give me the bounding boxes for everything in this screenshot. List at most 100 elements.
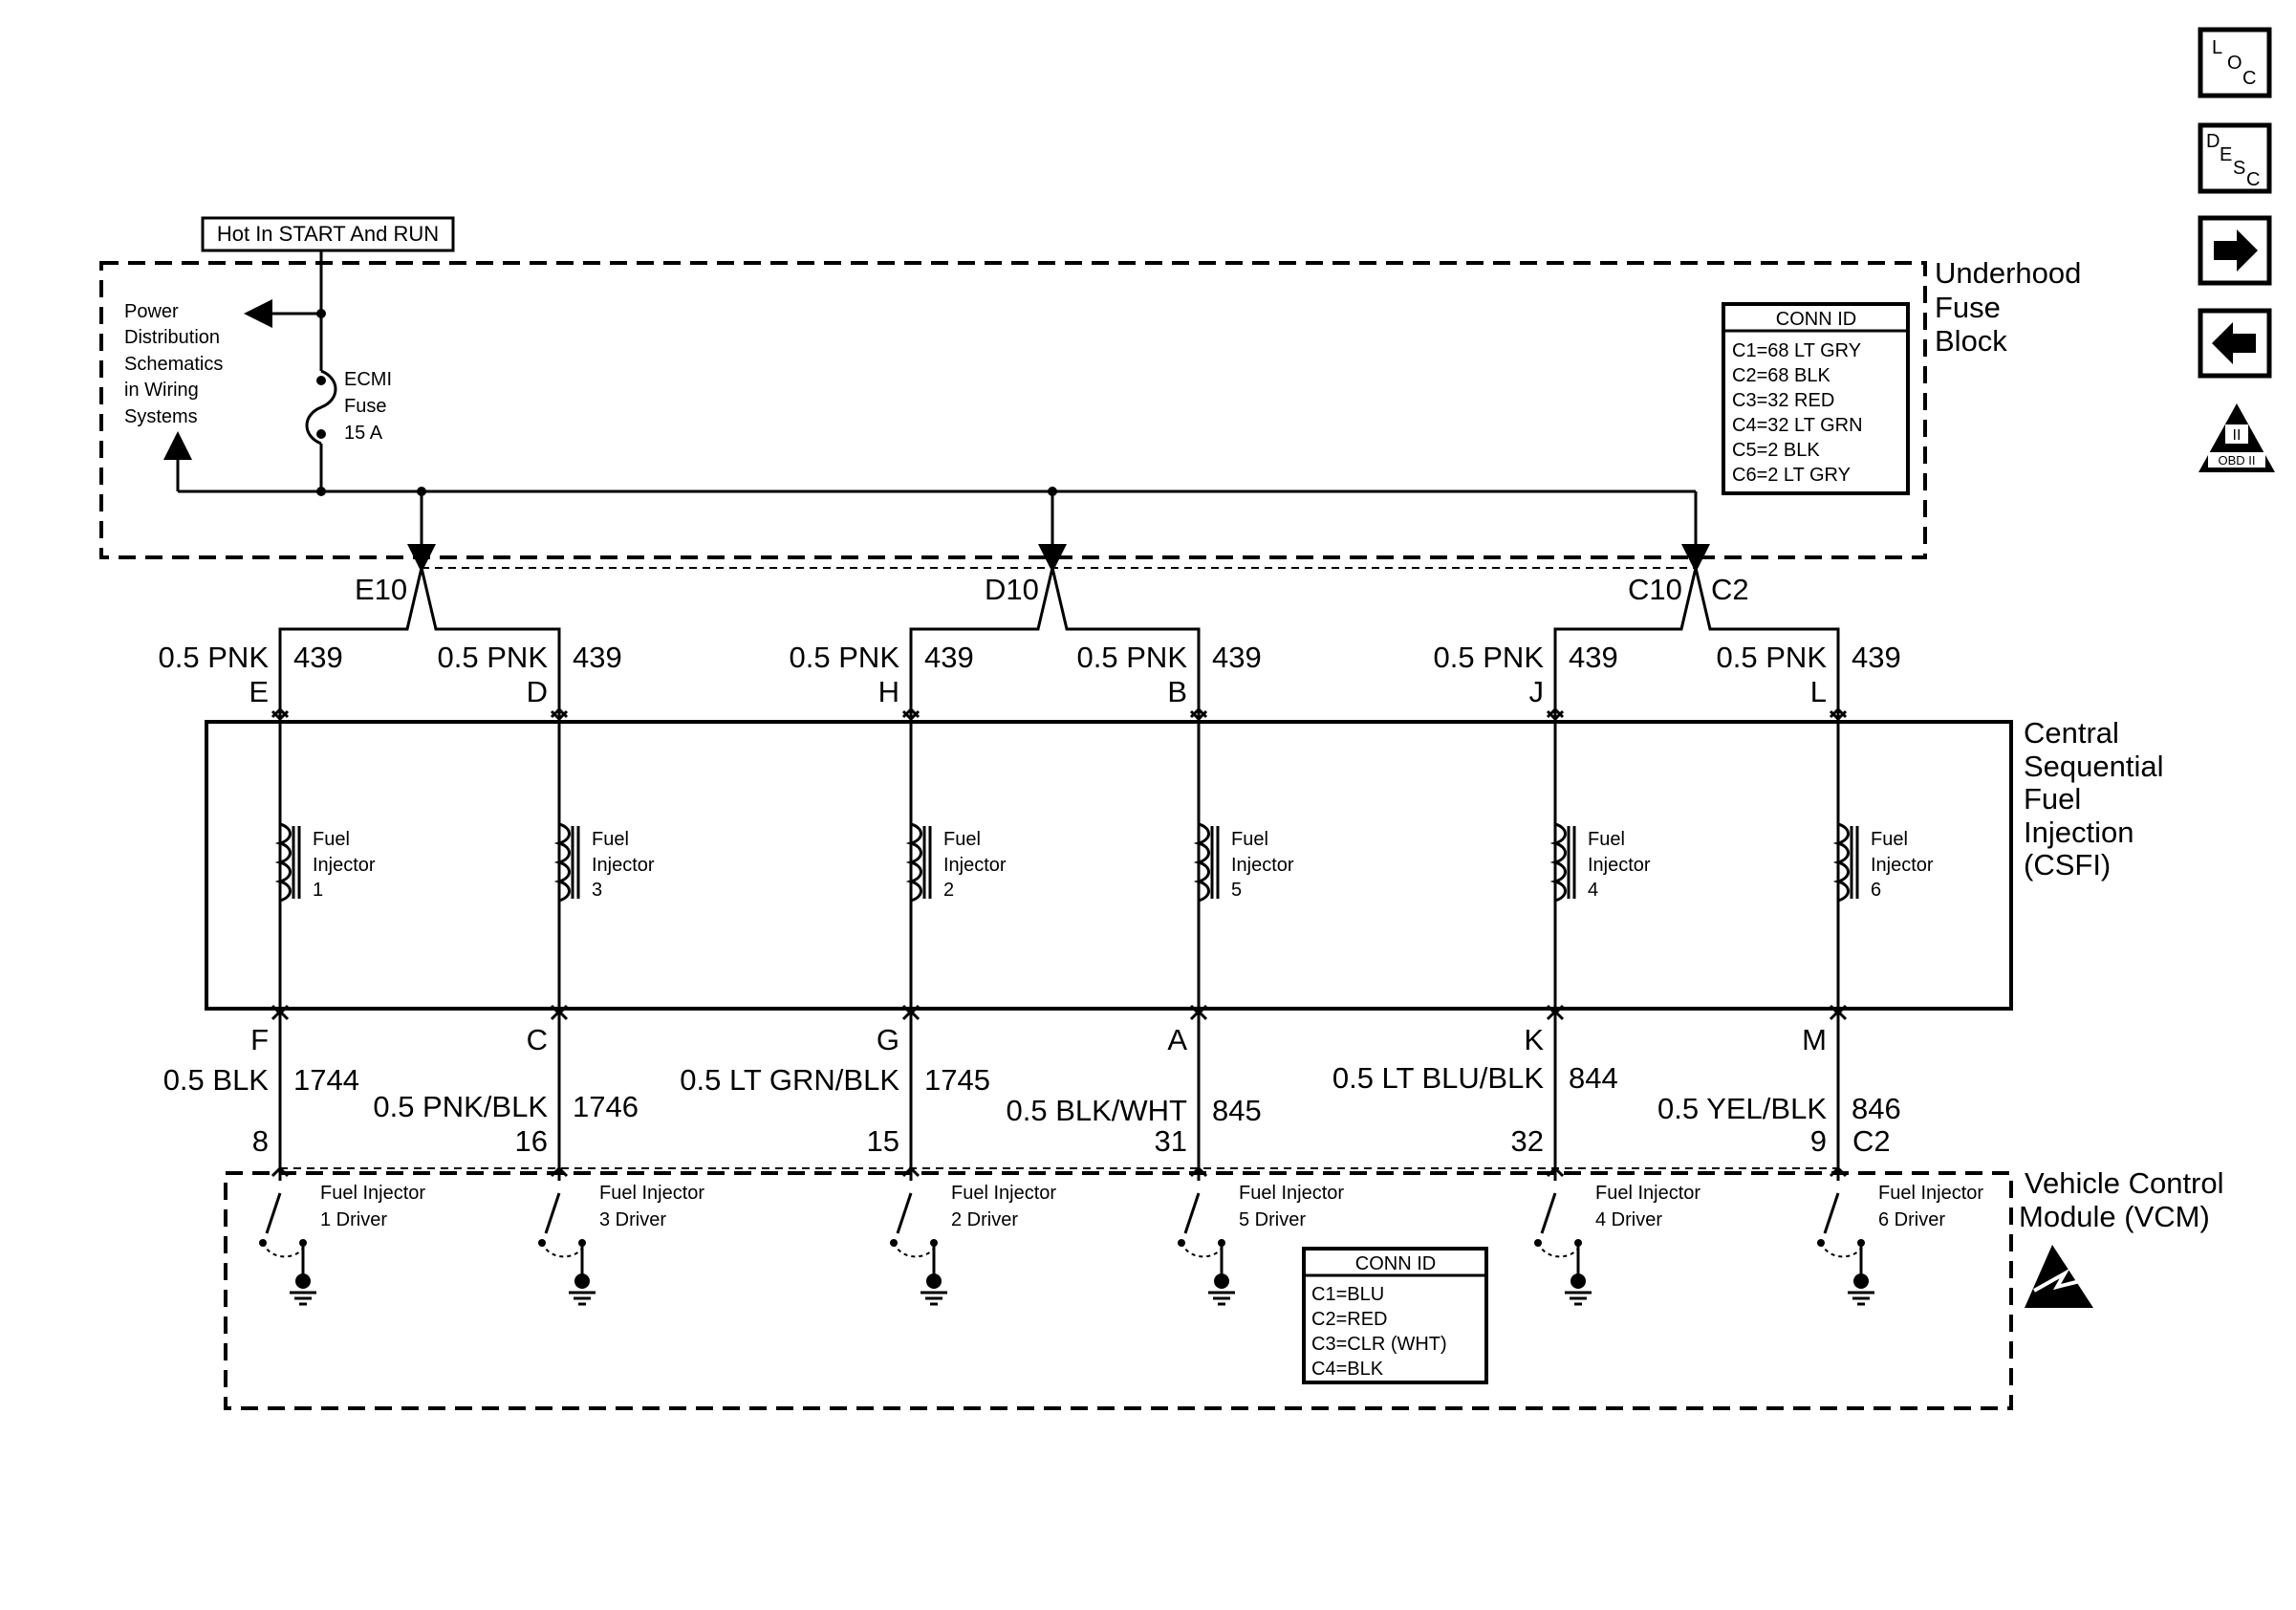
driver-label-line1: Fuel Injector [1878,1183,1983,1204]
obd-ii-button[interactable]: II OBD II [2199,403,2275,472]
vcm-pin-number: 15 [867,1124,899,1158]
underhood-fuse-block-boundary [99,261,1927,559]
injector-label-word2: Injector [313,855,376,876]
svg-text:D: D [2206,131,2220,152]
injector-label-word1: Fuel [313,829,350,850]
svg-text:C5=2 BLK: C5=2 BLK [1732,440,1820,461]
bottom-wire-color: 0.5 YEL/BLK [1657,1092,1827,1125]
top-circuit-number: 439 [1852,641,1901,674]
svg-text:Central: Central [2024,716,2119,750]
svg-text:C3=32 RED: C3=32 RED [1732,390,1834,411]
bottom-wire-color: 0.5 LT GRN/BLK [680,1063,899,1097]
driver-label-line1: Fuel Injector [1595,1183,1700,1204]
svg-text:15 A: 15 A [344,423,383,444]
top-pin-letter: D [527,675,548,708]
svg-text:CONN ID: CONN ID [1355,1253,1436,1274]
top-pin-letter: H [878,675,899,708]
fuse-block-conn-id-table: CONN ID C1=68 LT GRY C2=68 BLK C3=32 RED… [1722,302,1910,495]
svg-text:L: L [2212,37,2222,58]
bottom-pin-letter: M [1802,1023,1827,1056]
svg-text:C2=RED: C2=RED [1311,1309,1387,1330]
bottom-pin-letter: G [877,1023,899,1056]
svg-text:Distribution: Distribution [124,327,220,348]
previous-button[interactable] [2198,308,2272,379]
injector-label-word1: Fuel [1588,829,1625,850]
driver-label-line1: Fuel Injector [951,1183,1056,1204]
injector-label-word2: Injector [1871,855,1934,876]
bottom-wire-color: 0.5 BLK/WHT [1007,1094,1188,1127]
bottom-circuit-number: 1744 [293,1063,359,1097]
svg-text:C3=CLR (WHT): C3=CLR (WHT) [1311,1334,1447,1355]
svg-text:Injection: Injection [2024,816,2134,849]
csfi-title: Central Sequential Fuel Injection (CSFI) [2024,716,2164,881]
esd-sensitive-icon [2025,1245,2093,1308]
injector-number: 1 [313,880,323,901]
bottom-circuit-number: 845 [1212,1094,1262,1127]
svg-text:OBD II: OBD II [2218,453,2255,468]
desc-icon: D E S C [2206,131,2260,190]
bottom-wire-color: 0.5 LT BLU/BLK [1332,1061,1544,1095]
svg-text:C1=BLU: C1=BLU [1311,1284,1384,1305]
ecmi-fuse-circuit [163,250,1710,573]
svg-text:Sequential: Sequential [2024,750,2164,783]
svg-text:(CSFI): (CSFI) [2024,848,2111,881]
next-button[interactable] [2198,215,2272,286]
injector-label-word2: Injector [592,855,655,876]
svg-text:Block: Block [1935,324,2007,358]
splice-branches [278,567,1840,709]
top-wire-color: 0.5 PNK [1077,641,1188,674]
loc-button[interactable]: L O C [2198,27,2272,98]
svg-text:C4=32 LT GRN: C4=32 LT GRN [1732,415,1863,436]
arrow-right-icon [2214,229,2258,272]
top-wire-color: 0.5 PNK [790,641,900,674]
top-circuit-number: 439 [1212,641,1262,674]
injector-label-word2: Injector [1231,855,1294,876]
svg-text:in Wiring: in Wiring [124,380,199,401]
vcm-conn-id-table: CONN ID C1=BLU C2=RED C3=CLR (WHT) C4=BL… [1302,1247,1488,1384]
top-pin-letter: L [1810,675,1827,708]
bottom-pin-letter: C [527,1023,548,1056]
driver-label-line1: Fuel Injector [599,1183,704,1204]
svg-text:C2: C2 [1711,573,1749,606]
top-wire-color: 0.5 PNK [1717,641,1828,674]
arrow-left-icon [2212,322,2256,364]
svg-text:Power: Power [124,301,179,322]
bottom-circuit-number: 1745 [924,1063,990,1097]
top-circuit-number: 439 [1569,641,1618,674]
svg-text:Hot In START And RUN: Hot In START And RUN [217,222,439,246]
bottom-pin-letter: A [1167,1023,1187,1056]
vcm-pin-number: 31 [1155,1124,1187,1158]
vcm-title: Vehicle Control Module (VCM) [2019,1166,2224,1233]
driver-label-line2: 5 Driver [1239,1209,1306,1230]
injector-number: 4 [1588,880,1598,901]
top-wire-color: 0.5 PNK [438,641,549,674]
top-wire-color: 0.5 PNK [159,641,270,674]
bottom-wire-color: 0.5 PNK/BLK [373,1090,548,1123]
top-pin-letter: B [1167,675,1187,708]
csfi-boundary [205,720,2013,1011]
svg-text:Fuel: Fuel [2024,782,2081,816]
vcm-pin-number: 9 [1810,1124,1827,1158]
injector-label-word1: Fuel [1871,829,1908,850]
injector-label-word2: Injector [943,855,1007,876]
svg-text:C: C [2246,169,2260,190]
splice-dots [316,309,1057,496]
desc-button[interactable]: D E S C [2198,122,2272,194]
svg-text:ECMI: ECMI [344,369,392,390]
injector-number: 2 [943,880,954,901]
svg-text:II: II [2233,427,2242,444]
splice-labels: E10 D10 C10 C2 [355,573,1749,606]
svg-text:Fuse: Fuse [1935,291,2001,324]
driver-label-line2: 2 Driver [951,1209,1018,1230]
top-circuit-number: 439 [293,641,343,674]
vcm-pin-number: 8 [252,1124,269,1158]
svg-text:O: O [2227,53,2242,74]
svg-text:E: E [2220,144,2232,165]
bottom-circuit-number: 846 [1852,1092,1901,1125]
svg-text:S: S [2233,158,2245,179]
